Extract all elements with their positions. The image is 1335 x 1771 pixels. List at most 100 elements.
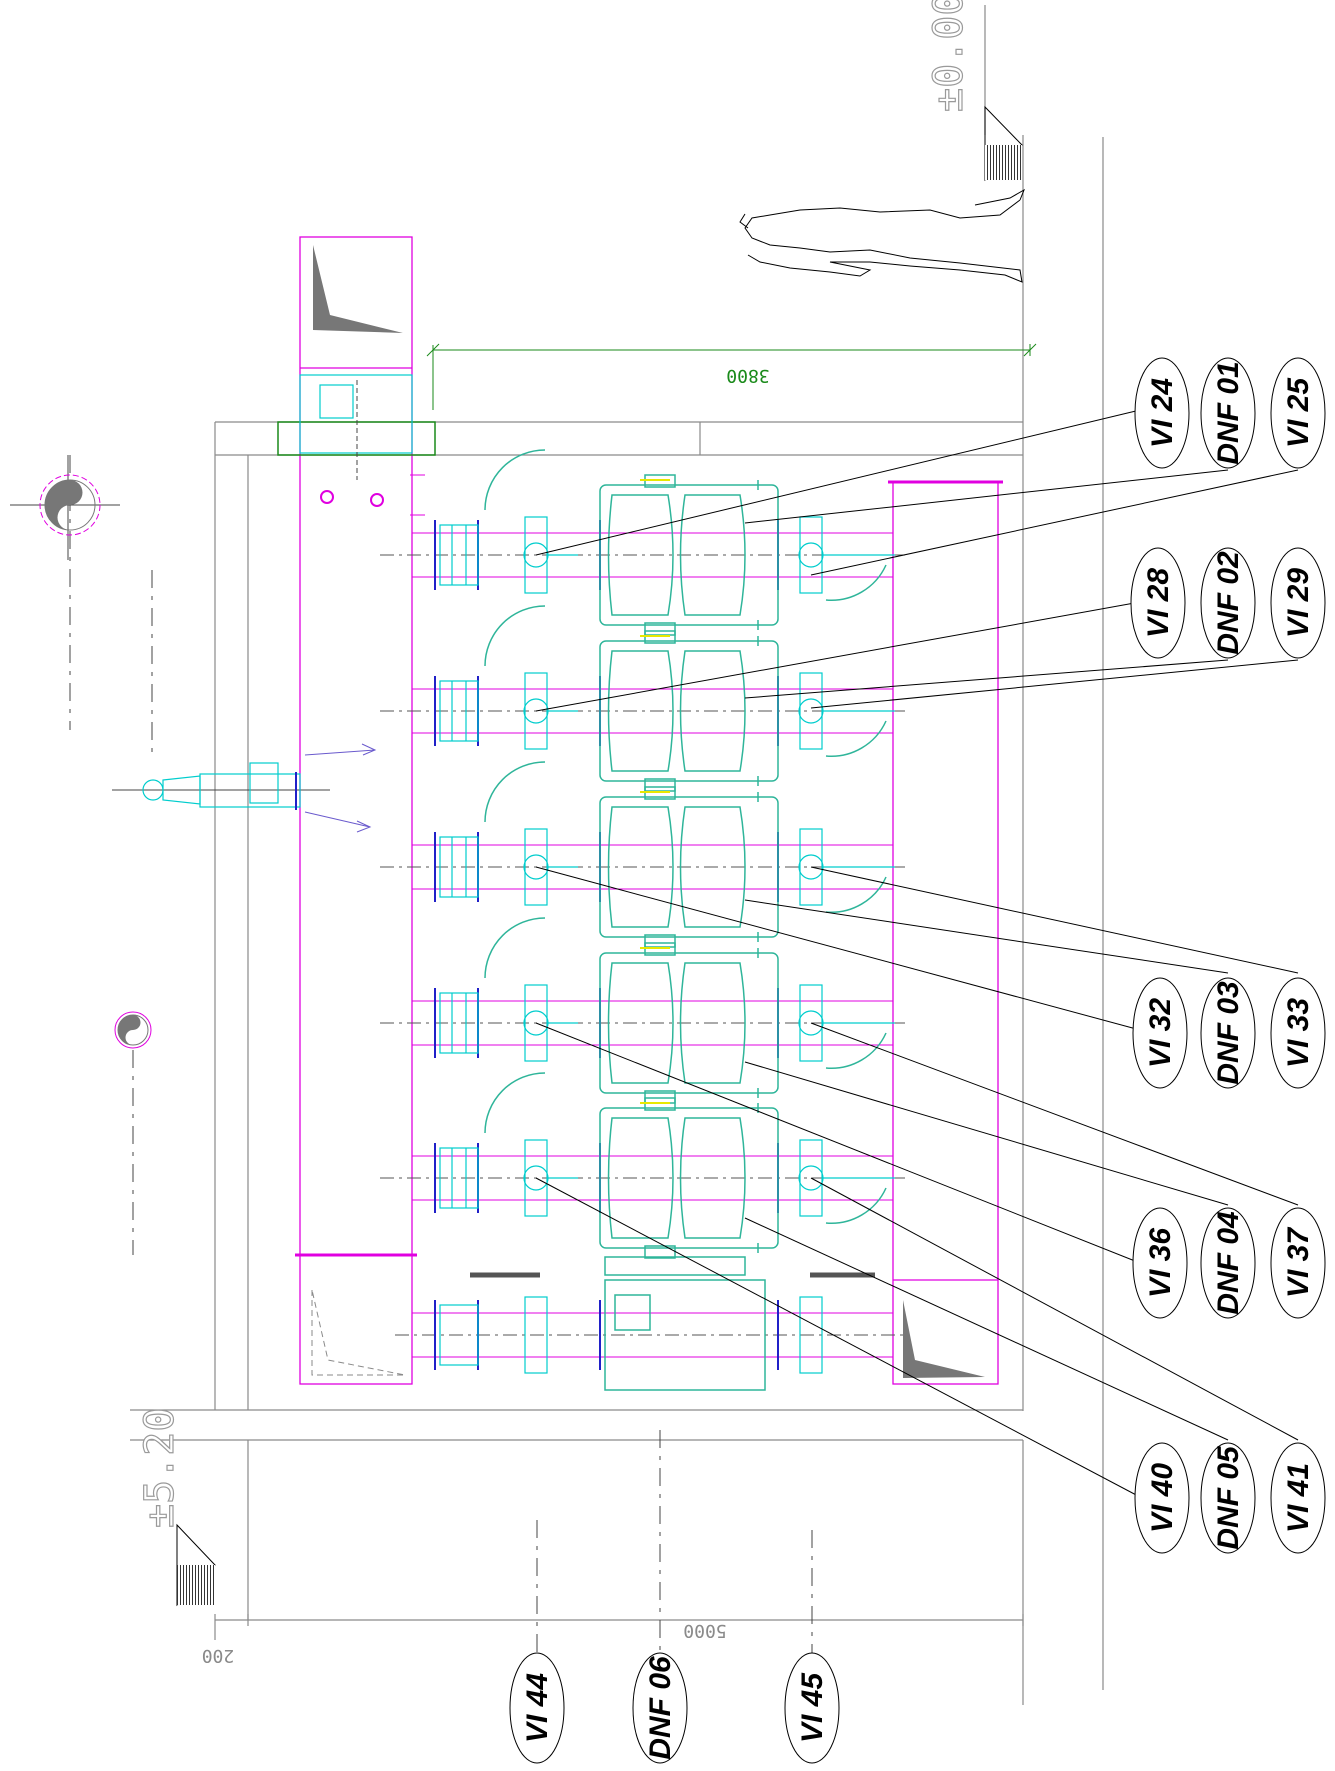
pump-casing (599, 484, 779, 626)
leader-line-4 (535, 601, 1141, 712)
svg-text:DNF 01: DNF 01 (1212, 361, 1245, 464)
svg-text:VI 33: VI 33 (1282, 998, 1315, 1068)
valve-handle-arc (825, 876, 887, 913)
pump-casing (599, 796, 779, 938)
pump-detail (614, 1294, 651, 1331)
suction-manifold (295, 236, 417, 1385)
tag-vi44: VI 44 (509, 1652, 565, 1764)
expansion-joint (439, 1147, 479, 1209)
leader-line-9 (810, 866, 1299, 974)
valve-body (524, 1296, 548, 1374)
tag-vi41: VI 41 (1270, 1442, 1326, 1554)
tags-row1: VI 24 DNF 01 VI 25 (1134, 357, 1326, 469)
reducer-bottom-shape (903, 1300, 985, 1378)
tags-bottom: VI 44 DNF 06 VI 45 (509, 1652, 840, 1764)
tag-vi25: VI 25 (1270, 357, 1326, 469)
pump-lobe (607, 650, 674, 772)
tag-vi33: VI 33 (1270, 977, 1326, 1089)
pump-lobe (607, 806, 674, 928)
tag-vi36: VI 36 (1132, 1207, 1188, 1319)
leader-line-6 (810, 659, 1299, 709)
tag-vi32: VI 32 (1132, 977, 1188, 1089)
leader-line-3 (810, 469, 1299, 576)
discharge-manifold (888, 480, 1003, 1385)
leader-line-10 (535, 1022, 1141, 1264)
leader-line-15 (810, 1177, 1299, 1441)
tag-vi29: VI 29 (1270, 547, 1326, 659)
pump-rows (380, 449, 905, 1391)
leader-line-14 (744, 1217, 1229, 1441)
tag-dnf04: DNF 04 (1200, 1207, 1256, 1319)
tags-row5: VI 40 DNF 05 VI 41 (1134, 1442, 1326, 1554)
expansion-joint (439, 836, 479, 898)
svg-text:VI 45: VI 45 (796, 1672, 829, 1743)
pump-assembly-1 (380, 449, 905, 636)
valve-body (524, 828, 548, 906)
valve-handle-arc (484, 761, 546, 823)
tag-vi37: VI 37 (1270, 1207, 1326, 1319)
svg-text:VI 28: VI 28 (1142, 568, 1175, 638)
leader-line-2 (744, 469, 1229, 524)
valve-handle-arc (484, 917, 546, 979)
pump-assembly-4 (380, 917, 905, 1104)
svg-text:DNF 04: DNF 04 (1212, 1211, 1245, 1315)
valve-body (799, 1296, 823, 1374)
valve-body (524, 984, 548, 1062)
leader-line-7 (535, 866, 1141, 1031)
pump-assembly-2 (380, 605, 905, 792)
svg-text:DNF 03: DNF 03 (1212, 981, 1245, 1085)
valve-handle-arc (825, 720, 887, 757)
dimension-top-text: 3800 (726, 365, 769, 386)
tags-row4: VI 36 DNF 04 VI 37 (1132, 1207, 1326, 1319)
leader-lines (535, 409, 1299, 1498)
tag-dnf03: DNF 03 (1200, 977, 1256, 1089)
pump-casing (599, 1107, 779, 1249)
valve-handle-arc (825, 1032, 887, 1069)
valve-handle-arc (484, 449, 546, 511)
pump-lobe (679, 1117, 746, 1239)
expansion-joint (439, 992, 479, 1054)
svg-text:VI 40: VI 40 (1146, 1463, 1179, 1533)
svg-text:VI 29: VI 29 (1282, 568, 1315, 638)
svg-text:DNF 06: DNF 06 (644, 1656, 677, 1760)
expansion-joint (439, 524, 479, 586)
tags-row2: VI 28 DNF 02 VI 29 (1130, 547, 1326, 659)
level-bottom-text: ±5.20 (137, 1408, 183, 1528)
pump-lobe (679, 806, 746, 928)
valve-handle-arc (484, 605, 546, 667)
valve-body (524, 672, 548, 750)
pump-assembly-5 (380, 1072, 905, 1259)
dimension-small-text: 200 (202, 1645, 235, 1666)
level-marker-bottom: ±5.20 (136, 1407, 216, 1607)
pump-motor (604, 1256, 746, 1276)
pump-lobe (679, 494, 746, 616)
pump-lug (644, 1245, 676, 1259)
pump-casing (599, 952, 779, 1094)
tag-dnf06: DNF 06 (632, 1652, 688, 1764)
tag-vi45: VI 45 (784, 1652, 840, 1764)
valve-handle-arc (825, 1187, 887, 1224)
pump-lobe (679, 962, 746, 1084)
svg-text:VI 24: VI 24 (1146, 378, 1179, 448)
valve-handle-arc (825, 564, 887, 601)
expansion-joint (439, 680, 479, 742)
tag-vi28: VI 28 (1130, 547, 1186, 659)
dimension-bottom: 5000 200 (202, 1614, 1024, 1666)
tag-dnf02: DNF 02 (1200, 547, 1256, 659)
leader-line-8 (744, 899, 1229, 974)
tags-row3: VI 32 DNF 03 VI 33 (1132, 977, 1326, 1089)
level-marker-top: ±0.00 (925, 0, 1023, 182)
pump-casing (604, 1279, 766, 1391)
pump-lobe (607, 494, 674, 616)
tag-dnf05: DNF 05 (1200, 1442, 1256, 1554)
svg-text:VI 36: VI 36 (1144, 1228, 1177, 1298)
leader-line-11 (744, 1061, 1229, 1206)
valve-handle-arc (484, 1072, 546, 1134)
level-top-text: ±0.00 (926, 0, 972, 112)
svg-text:VI 25: VI 25 (1282, 377, 1315, 448)
human-figure (739, 188, 1025, 283)
reducer-top-shape (313, 245, 403, 333)
tag-dnf01: DNF 01 (1200, 357, 1256, 469)
valve-body (524, 516, 548, 594)
